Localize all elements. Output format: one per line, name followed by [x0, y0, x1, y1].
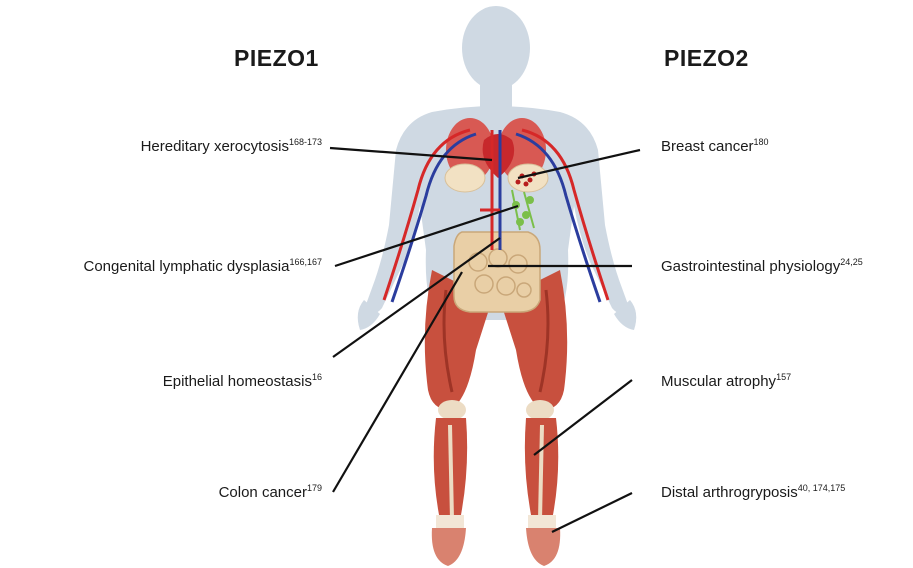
intestines	[454, 232, 540, 312]
label-epithelial-homeostasis: Epithelial homeostasis16	[163, 373, 322, 391]
label-ref: 180	[754, 137, 769, 147]
label-text: Congenital lymphatic dysplasia	[84, 258, 290, 275]
label-text: Epithelial homeostasis	[163, 373, 312, 390]
label-ref: 16	[312, 372, 322, 382]
label-text: Distal arthrogryposis	[661, 484, 798, 501]
label-text: Breast cancer	[661, 138, 754, 155]
label-colon-cancer: Colon cancer179	[219, 484, 322, 502]
label-text: Colon cancer	[219, 484, 307, 501]
label-ref: 24,25	[840, 257, 863, 267]
label-text: Muscular atrophy	[661, 373, 776, 390]
label-ref: 179	[307, 483, 322, 493]
leader-distal-arthrogryposis	[552, 493, 632, 532]
heading-piezo1: PIEZO1	[234, 45, 319, 72]
label-gastrointestinal-physiology: Gastrointestinal physiology24,25	[661, 258, 863, 276]
label-breast-cancer: Breast cancer180	[661, 138, 769, 156]
label-ref: 166,167	[289, 257, 322, 267]
label-ref: 157	[776, 372, 791, 382]
label-congenital-lymphatic-dysplasia: Congenital lymphatic dysplasia166,167	[84, 258, 323, 276]
label-hereditary-xerocytosis: Hereditary xerocytosis168-173	[141, 138, 322, 156]
heading-piezo2: PIEZO2	[664, 45, 749, 72]
label-ref: 168-173	[289, 137, 322, 147]
label-muscular-atrophy: Muscular atrophy157	[661, 373, 791, 391]
label-ref: 40, 174,175	[798, 483, 846, 493]
label-distal-arthrogryposis: Distal arthrogryposis40, 174,175	[661, 484, 845, 502]
label-text: Gastrointestinal physiology	[661, 258, 840, 275]
label-text: Hereditary xerocytosis	[141, 138, 289, 155]
